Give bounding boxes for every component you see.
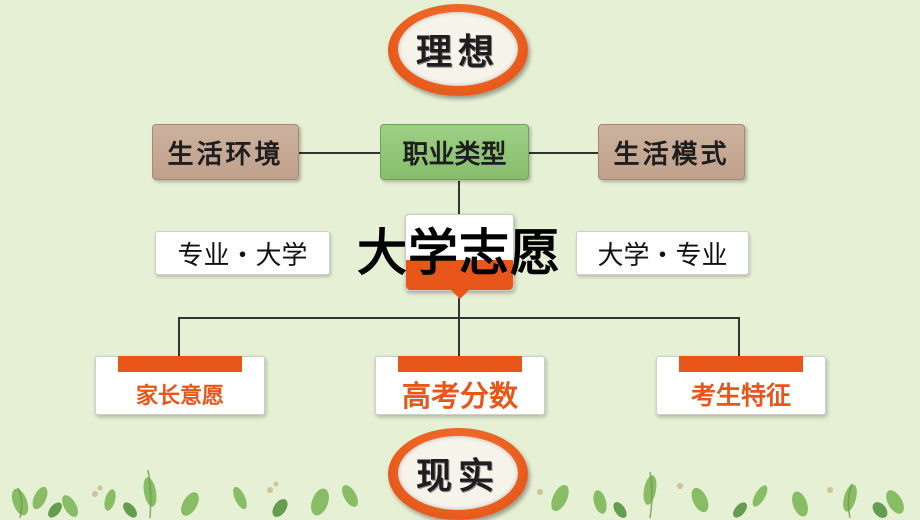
lifestyle-box: 生活模式	[598, 124, 745, 180]
university-major-box: 大学・专业	[576, 231, 749, 275]
factor-student-traits: 考生特征	[656, 356, 826, 415]
factor-exam-score: 高考分数	[375, 356, 545, 415]
college-application-title: 大学志愿	[357, 224, 561, 282]
ideal-label: 理想	[415, 31, 500, 73]
connector-vertical-mid	[458, 298, 460, 318]
factor-student-traits-label: 考生特征	[690, 380, 791, 410]
connector-left-top	[298, 152, 380, 154]
leaf-decoration	[11, 469, 904, 518]
connector-drop-center	[458, 317, 460, 357]
career-type-box: 职业类型	[380, 124, 529, 180]
center-card	[405, 214, 514, 299]
ideal-oval: 理想	[388, 4, 528, 96]
reality-label: 现实	[415, 455, 500, 497]
connector-vertical-top	[458, 181, 460, 214]
connector-drop-right	[738, 317, 740, 357]
major-university-box: 专业・大学	[155, 231, 330, 275]
factor-parents-wishes-label: 家长意愿	[135, 383, 224, 409]
factor-parents-wishes: 家长意愿	[95, 356, 265, 415]
reality-oval: 现实	[388, 428, 528, 520]
connector-drop-left	[178, 317, 180, 357]
connector-right-top	[528, 152, 599, 154]
living-environment-box: 生活环境	[152, 124, 299, 180]
factor-exam-score-label: 高考分数	[401, 378, 518, 413]
pointer-tip	[451, 290, 469, 299]
